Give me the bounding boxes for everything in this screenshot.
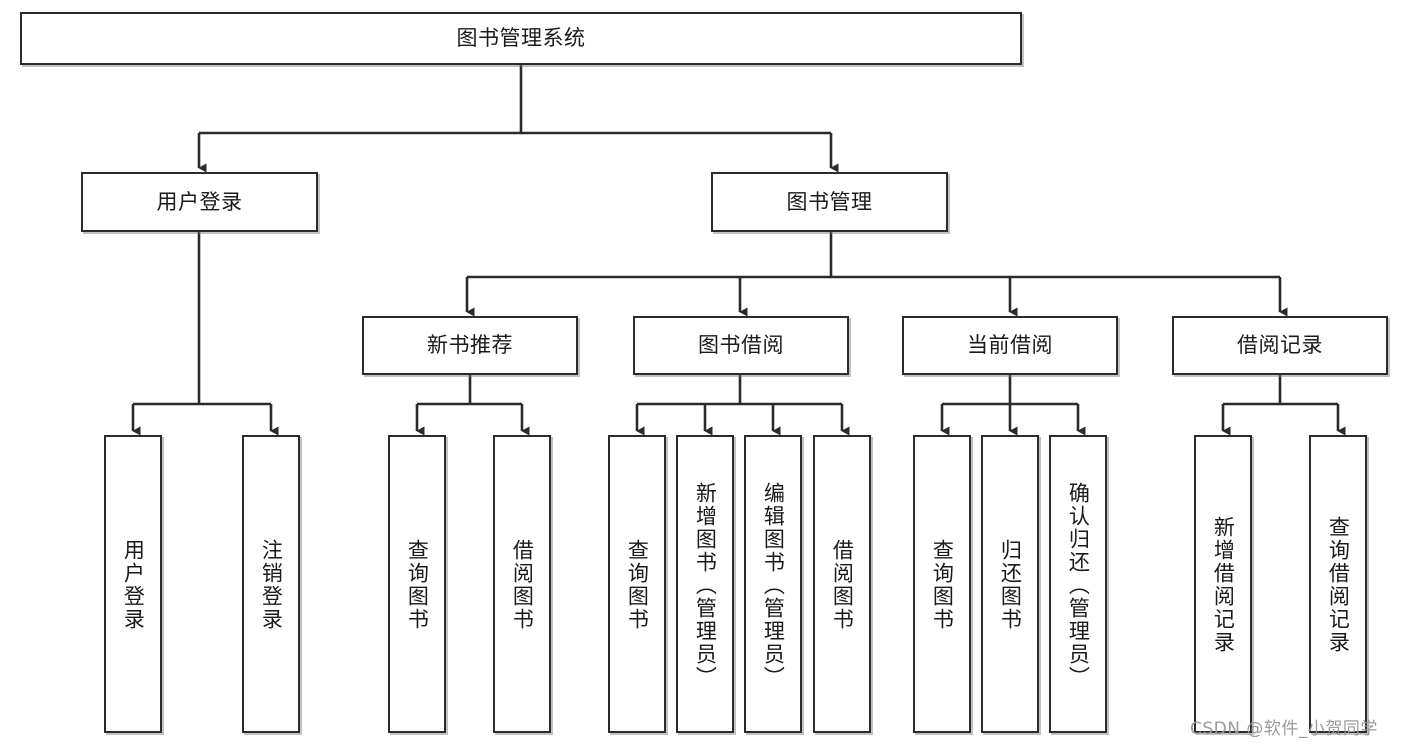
node-user-login[interactable]: 用户登录 — [81, 172, 318, 232]
leaf-user-login-logout[interactable]: 注销登录 — [242, 435, 300, 733]
leaf-new-book-query[interactable]: 查询图书 — [388, 435, 446, 733]
node-label: 用户登录 — [156, 189, 243, 214]
node-label: 当前借阅 — [967, 333, 1053, 358]
leaf-borrow-record-add[interactable]: 新增借阅记录 — [1194, 435, 1252, 733]
leaf-current-borrow-return[interactable]: 归还图书 — [981, 435, 1039, 733]
leaf-user-login-login[interactable]: 用户登录 — [104, 435, 162, 733]
node-label: 图书管理系统 — [456, 26, 586, 51]
node-label: 查询图书 — [930, 539, 955, 631]
node-label: 新增借阅记录 — [1211, 516, 1236, 654]
leaf-current-borrow-confirm-return[interactable]: 确认归还（管理员） — [1049, 435, 1107, 733]
node-label: 借阅图书 — [510, 539, 535, 631]
node-new-book-recommend[interactable]: 新书推荐 — [362, 316, 578, 375]
node-label: 用户登录 — [121, 539, 146, 631]
node-label: 图书借阅 — [698, 333, 784, 358]
leaf-new-book-borrow[interactable]: 借阅图书 — [493, 435, 551, 733]
node-label: 借阅图书 — [830, 539, 855, 631]
node-book-borrow[interactable]: 图书借阅 — [633, 316, 849, 375]
node-label: 查询图书 — [405, 539, 430, 631]
leaf-book-borrow-borrow[interactable]: 借阅图书 — [813, 435, 871, 733]
node-label: 查询借阅记录 — [1326, 516, 1351, 654]
node-current-borrow[interactable]: 当前借阅 — [902, 316, 1118, 375]
node-borrow-record[interactable]: 借阅记录 — [1172, 316, 1388, 375]
node-label: 借阅记录 — [1237, 333, 1323, 358]
leaf-book-borrow-edit[interactable]: 编辑图书（管理员） — [744, 435, 802, 733]
node-label: 查询图书 — [625, 539, 650, 631]
node-root-system[interactable]: 图书管理系统 — [20, 12, 1022, 65]
watermark-text: CSDN @软件_小贺同学 — [1190, 719, 1378, 739]
node-label: 编辑图书（管理员） — [761, 481, 786, 689]
leaf-book-borrow-query[interactable]: 查询图书 — [608, 435, 666, 733]
node-book-management[interactable]: 图书管理 — [711, 172, 948, 232]
node-label: 图书管理 — [786, 189, 873, 214]
leaf-book-borrow-add[interactable]: 新增图书（管理员） — [676, 435, 734, 733]
node-label: 归还图书 — [998, 539, 1023, 631]
node-label: 新增图书（管理员） — [693, 481, 718, 689]
node-label: 新书推荐 — [427, 333, 513, 358]
node-label: 注销登录 — [259, 539, 284, 631]
leaf-current-borrow-query[interactable]: 查询图书 — [913, 435, 971, 733]
leaf-borrow-record-query[interactable]: 查询借阅记录 — [1309, 435, 1367, 733]
node-label: 确认归还（管理员） — [1066, 481, 1091, 689]
